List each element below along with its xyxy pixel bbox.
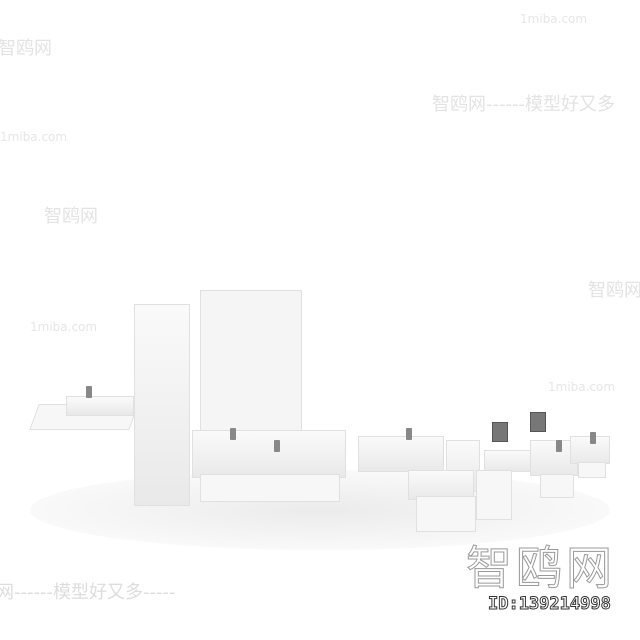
watermark-brand: 智鸥网 bbox=[588, 280, 640, 301]
tall-cabinet bbox=[134, 304, 190, 506]
sink-pedestal bbox=[540, 474, 574, 498]
model-id: ID:139214998 bbox=[488, 594, 612, 615]
small-sink bbox=[66, 396, 134, 416]
watermark-site: 1miba.com bbox=[548, 380, 616, 394]
faucet bbox=[556, 440, 562, 452]
double-sink-vanity bbox=[192, 430, 346, 478]
faucet bbox=[274, 440, 280, 452]
vanity-base bbox=[200, 474, 340, 502]
flush-plate bbox=[492, 422, 508, 442]
faucet bbox=[86, 386, 92, 398]
watermark-brand-slogan: 智鸥网------模型好又多 bbox=[432, 94, 615, 115]
faucet bbox=[406, 428, 412, 440]
flush-plate bbox=[530, 412, 546, 432]
watermark-brand: 智鸥网 bbox=[0, 38, 52, 59]
bidet-base bbox=[476, 470, 512, 520]
vessel-sink bbox=[358, 436, 444, 472]
watermark-site: 1miba.com bbox=[0, 130, 68, 144]
watermark-site: 1miba.com bbox=[30, 320, 98, 334]
sink-pedestal bbox=[578, 462, 606, 478]
toilet-base bbox=[416, 496, 476, 532]
watermark-slogan: 网------模型好又多----- bbox=[0, 582, 176, 603]
faucet bbox=[230, 428, 236, 440]
faucet bbox=[590, 432, 596, 444]
watermark-logo: 智鸥网 bbox=[466, 541, 616, 596]
mirror-panel bbox=[200, 290, 302, 442]
watermark-site: 1miba.com bbox=[520, 12, 588, 26]
watermark-brand: 智鸥网 bbox=[44, 206, 98, 227]
